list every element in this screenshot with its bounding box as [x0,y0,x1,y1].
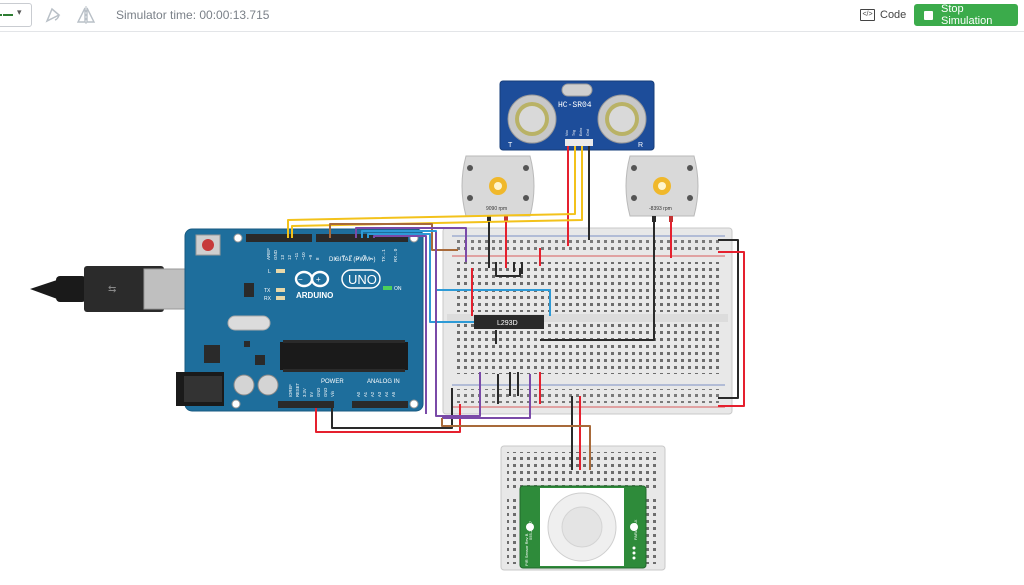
l-led-label: L [268,269,271,275]
svg-text:−: − [298,275,303,284]
power-pin-label: 5V [309,392,314,397]
analog-pin-label: A5 [391,391,396,397]
pin-label: ~11 [294,252,299,260]
code-button[interactable]: </> Code [854,4,912,26]
sensor-name: HC-SR04 [558,101,592,110]
pin-label: RX←0 [393,248,398,262]
ultrasonic-sensor[interactable]: HC-SR04 T R Vcc Trig Echo Gnd [499,80,655,151]
pin-label: 4 [355,257,360,260]
receiver-mark: R [638,142,643,149]
reset-button[interactable] [202,239,214,251]
power-pin-label: IOREF [288,384,293,397]
pin-label: ~3 [362,254,367,260]
circuit-canvas[interactable]: ⇆ AREF GND 13 12 ~11 ~10 ~9 8 7 ~6 ~5 4 … [0,32,1024,585]
rx-label: RX [264,296,272,302]
usb-icon: ⇆ [108,284,116,295]
chip-label: L293D [497,320,518,327]
on-label: ON [394,286,402,292]
analog-pin-label: A3 [377,391,382,397]
sensor-pin-label: Trig [572,130,576,136]
pin-label: 12 [287,254,292,260]
power-pin-label: Vin [330,390,335,397]
toolbar: ▾ Simulator time: 00:00:13.715 </> Code … [0,0,1024,32]
code-label: Code [880,9,907,21]
component-dropdown[interactable]: ▾ [0,3,32,27]
power-pin-label: GND [316,388,321,397]
pir-sensor[interactable]: 555-28027 PARALLAX PIR Sensor Rev B [519,485,647,569]
pin-label: ~5 [348,254,353,260]
pin-label: ~10 [301,252,306,260]
stop-simulation-button[interactable]: Stop Simulation [914,3,1018,27]
analog-pin-label: A2 [370,391,375,397]
dc-motor-right[interactable]: -8393 rpm [625,155,699,222]
power-pin-label: RESET [295,383,300,397]
motor-gear-icon [489,177,507,195]
analog-label: ANALOG IN [367,379,400,385]
stop-label: Stop Simulation [941,3,993,27]
pin-label: 7 [334,257,339,260]
analog-pin-label: A4 [384,391,389,397]
brand-label: ARDUINO [296,291,333,300]
sensor-pin-label: Gnd [586,129,590,136]
digital-label: DIGITAL (PWM~) [329,257,376,263]
l293d-chip[interactable]: L293D [474,315,544,329]
dc-motor-left[interactable]: 9090 rpm [461,155,535,222]
code-icon: </> [860,9,875,21]
power-pin-label: GND [323,388,328,397]
pin-label: 8 [315,257,320,260]
motor-rpm-label: 9090 rpm [486,206,507,212]
rotate-icon[interactable] [43,5,63,25]
wire-color-icon [0,14,2,16]
pin-label: AREF [266,248,271,260]
stop-icon [924,10,933,20]
wires [287,146,745,470]
motor-gear-icon [653,177,671,195]
arduino-logo-icon [294,270,330,288]
simulator-time: Simulator time: 00:00:13.715 [116,8,270,22]
pin-label: 13 [280,254,285,260]
sensor-pin-label: Vcc [565,130,569,136]
transmitter-mark: T [508,142,513,149]
power-pin-label: 3.3V [302,388,307,397]
analog-pin-label: A0 [356,391,361,397]
chevron-down-icon: ▾ [17,7,22,17]
svg-text:+: + [316,275,321,284]
pin-label: GND [273,249,278,260]
tx-label: TX [264,288,271,294]
pin-label: ~6 [341,254,346,260]
pin-label: 2 [369,257,374,260]
motor-rpm-label: -8393 rpm [649,206,672,212]
breadboard[interactable] [442,227,733,415]
sensor-pin-label: Echo [579,128,583,136]
analog-pin-label: A1 [363,391,368,397]
pin-label: ~9 [308,254,313,260]
power-label: POWER [321,379,344,385]
pir-bottom-text: PIR Sensor Rev B [524,533,529,566]
model-label: UNO [348,272,377,287]
pin-label: TX→1 [381,249,386,262]
arduino-uno[interactable]: ⇆ AREF GND 13 12 ~11 ~10 ~9 8 7 ~6 ~5 4 … [30,228,424,412]
mirror-icon[interactable] [76,5,96,25]
